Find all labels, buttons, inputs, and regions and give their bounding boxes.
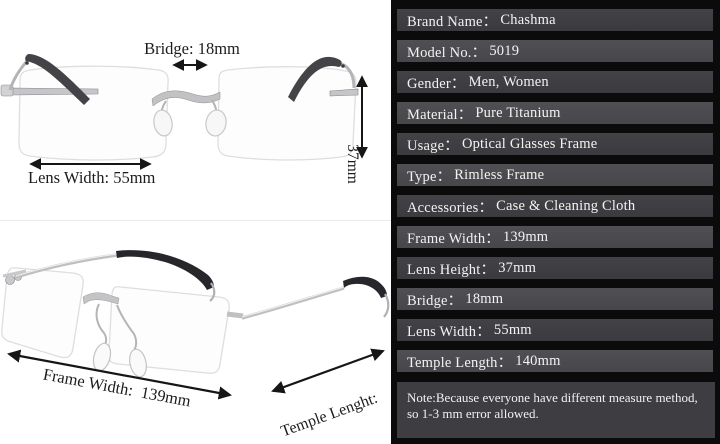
note-block: Note:Because everyone have different mea… <box>397 382 715 438</box>
spec-label: Brand Name： <box>407 13 498 30</box>
spec-value: Pure Titanium <box>475 104 561 121</box>
spec-row-model-no: Model No.： 5019 <box>397 40 713 62</box>
bridge-dimension-label: Bridge: 18mm <box>144 39 240 58</box>
temple-length-label-line1: Temple Lenght: <box>278 389 380 441</box>
spec-value: 55mm <box>493 321 532 338</box>
spec-label: Material： <box>407 106 473 123</box>
spec-value: 37mm <box>498 259 537 276</box>
lens-height-label-line2: 37mm <box>344 144 361 184</box>
spec-row-temple-length: Temple Length： 140mm <box>397 350 713 372</box>
spec-label: Bridge： <box>407 292 463 309</box>
front-view-illustration <box>0 54 359 161</box>
spec-label: Usage： <box>407 137 459 154</box>
spec-label: Lens Width： <box>407 323 491 340</box>
temple-length-label-line2: 140mm <box>286 434 406 444</box>
spec-row-usage: Usage： Optical Glasses Frame <box>397 133 713 155</box>
spec-value: 5019 <box>489 42 520 59</box>
spec-value: 139mm <box>502 228 549 245</box>
frame-width-arrow <box>7 349 232 400</box>
spec-value: Rimless Frame <box>454 166 545 183</box>
spec-row-lens-height: Lens Height： 37mm <box>397 257 713 279</box>
spec-panel: Brand Name： Chashma Model No.： 5019 Gend… <box>391 0 720 444</box>
spec-value: Men, Women <box>468 73 549 90</box>
note-line2: so 1-3 mm error allowed. <box>407 405 539 421</box>
spec-row-bridge: Bridge： 18mm <box>397 288 713 310</box>
spec-row-frame-width: Frame Width： 139mm <box>397 226 713 248</box>
spec-rows: Brand Name： Chashma Model No.： 5019 Gend… <box>397 9 713 372</box>
spec-value: 18mm <box>465 290 504 307</box>
glasses-illustration <box>0 54 391 400</box>
spec-label: Frame Width： <box>407 230 500 247</box>
lens-width-dimension-label: Lens Width: 55mm <box>28 168 156 187</box>
spec-row-lens-width: Lens Width： 55mm <box>397 319 713 341</box>
spec-row-accessories: Accessories： Case & Cleaning Cloth <box>397 195 713 217</box>
spec-value: 140mm <box>515 352 561 369</box>
spec-label: Model No.： <box>407 44 487 61</box>
spec-label: Temple Length： <box>407 354 513 371</box>
spec-label: Accessories： <box>407 199 494 216</box>
spec-value: Case & Cleaning Cloth <box>496 197 636 214</box>
perspective-view-illustration <box>1 250 390 378</box>
spec-label: Lens Height： <box>407 261 496 278</box>
spec-label: Type： <box>407 168 452 185</box>
spec-row-brand-name: Brand Name： Chashma <box>397 9 713 31</box>
note-line1: Note:Because everyone have different mea… <box>407 390 698 405</box>
temple-length-arrow <box>271 348 385 394</box>
spec-row-material: Material： Pure Titanium <box>397 102 713 124</box>
dimension-arrows <box>7 59 385 400</box>
spec-row-type: Type： Rimless Frame <box>397 164 713 186</box>
measurement-diagrams: Bridge: 18mm Lens Width: 55mm Lens Heigh… <box>0 39 409 441</box>
spec-label: Gender： <box>407 75 466 92</box>
spec-value: Optical Glasses Frame <box>461 135 598 152</box>
spec-value: Chashma <box>500 11 556 28</box>
spec-row-gender: Gender： Men, Women <box>397 71 713 93</box>
